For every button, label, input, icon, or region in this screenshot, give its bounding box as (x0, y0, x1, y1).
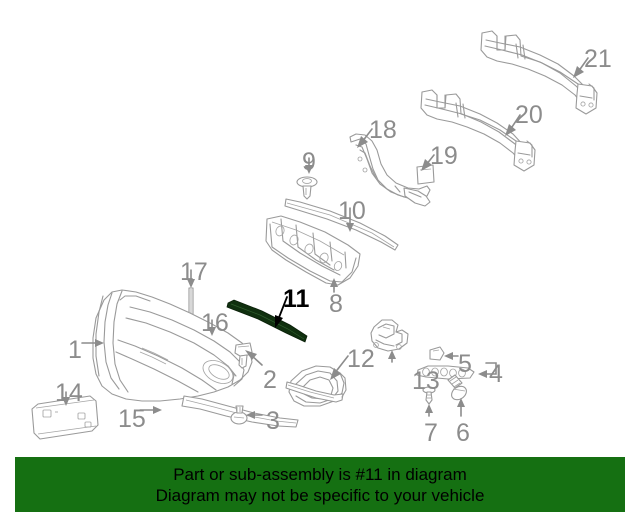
part-3-screw (230, 405, 248, 425)
caption-line-2: Diagram may not be specific to your vehi… (155, 486, 485, 505)
callout-label-15: 15 (118, 405, 146, 433)
callout-label-2: 2 (263, 366, 277, 394)
callout-label-3: 3 (266, 407, 280, 435)
callout-label-14: 14 (55, 379, 83, 407)
callout-label-9: 9 (302, 148, 316, 176)
caption-banner: Part or sub-assembly is #11 in diagram D… (15, 457, 625, 512)
callout-label-18: 18 (369, 116, 397, 144)
callout-label-19: 19 (430, 142, 458, 170)
part-11-lower-bumper-molding-highlighted (226, 299, 308, 343)
part-7-pin-fastener (422, 386, 436, 405)
part-6-tapping-screw (447, 374, 467, 401)
callout-label-7: 7 (424, 419, 438, 447)
callout-label-20: 20 (515, 101, 543, 129)
part-18-lower-reinforcement (349, 133, 431, 207)
part-19-spacer-pad (416, 164, 435, 185)
callout-label-11: 11 (283, 285, 310, 313)
part-1-front-bumper-cover (92, 289, 253, 402)
callout-label-17: 17 (180, 258, 208, 286)
part-4-bracket-strip (416, 365, 475, 380)
part-13-side-bracket (370, 319, 409, 352)
part-14-license-plate-bracket (31, 395, 99, 440)
caption-line-1: Part or sub-assembly is #11 in diagram (173, 465, 467, 484)
part-20-impact-bar-lower (420, 89, 536, 172)
callout-label-1: 1 (68, 336, 82, 364)
leader-arrows (62, 57, 589, 419)
part-12-fog-lamp-bezel (285, 365, 347, 407)
callout-label-10: 10 (338, 197, 366, 225)
callout-label-21: 21 (584, 45, 612, 73)
callout-label-4: 4 (489, 360, 503, 388)
part-21-impact-bar-upper (480, 30, 598, 115)
callout-label-13: 13 (412, 367, 440, 395)
part-9-grommet (296, 176, 318, 200)
callout-label-8: 8 (329, 290, 343, 318)
callout-label-6: 6 (456, 419, 470, 447)
callout-label-12: 12 (347, 345, 375, 373)
part-5-small-clip (429, 346, 445, 361)
callout-label-16: 16 (201, 309, 229, 337)
callout-label-5: 5 (458, 350, 472, 378)
part-8-grille-reinforcement (265, 215, 361, 286)
